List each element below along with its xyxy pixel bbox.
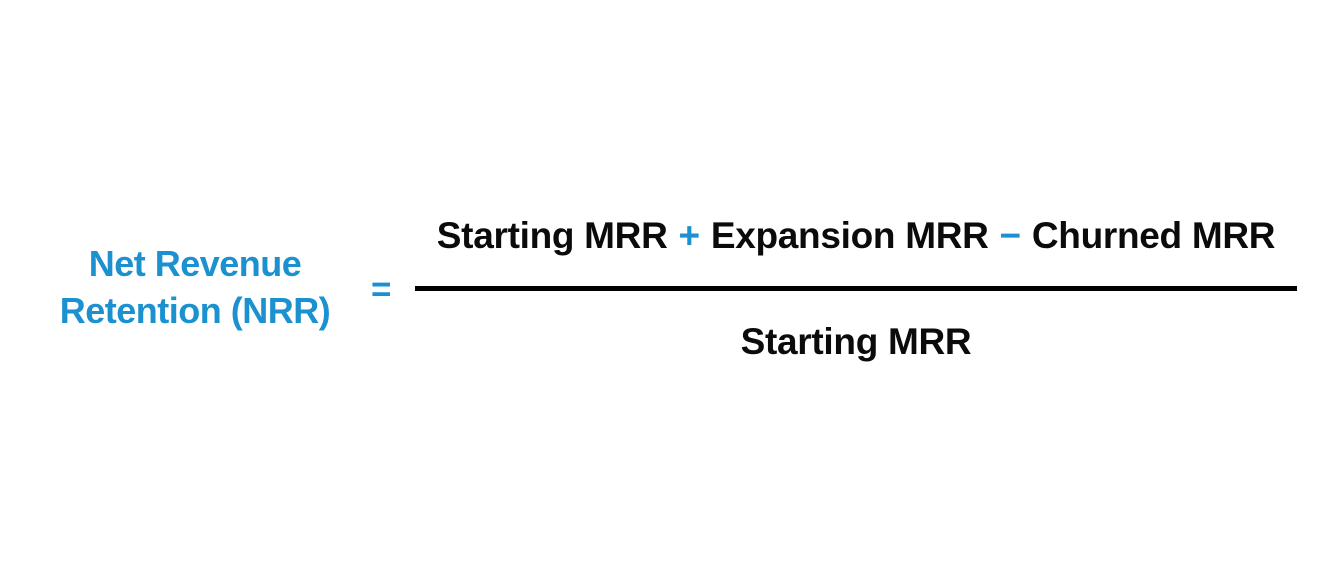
fraction: Starting MRR + Expansion MRR − Churned M…	[415, 216, 1297, 362]
minus-operator: −	[999, 215, 1022, 256]
formula-title: Net Revenue Retention (NRR)	[25, 240, 365, 334]
numerator-term-churned-mrr: Churned MRR	[1031, 215, 1276, 256]
fraction-denominator: Starting MRR	[740, 321, 972, 362]
fraction-bar	[415, 286, 1297, 291]
numerator-term-starting-mrr: Starting MRR	[436, 215, 668, 256]
formula-title-line2: Retention (NRR)	[59, 290, 331, 331]
fraction-numerator: Starting MRR + Expansion MRR − Churned M…	[415, 216, 1297, 256]
numerator-term-expansion-mrr: Expansion MRR	[710, 215, 989, 256]
formula-title-line1: Net Revenue	[88, 243, 302, 284]
plus-operator: +	[678, 215, 701, 256]
equals-sign: =	[371, 270, 392, 309]
